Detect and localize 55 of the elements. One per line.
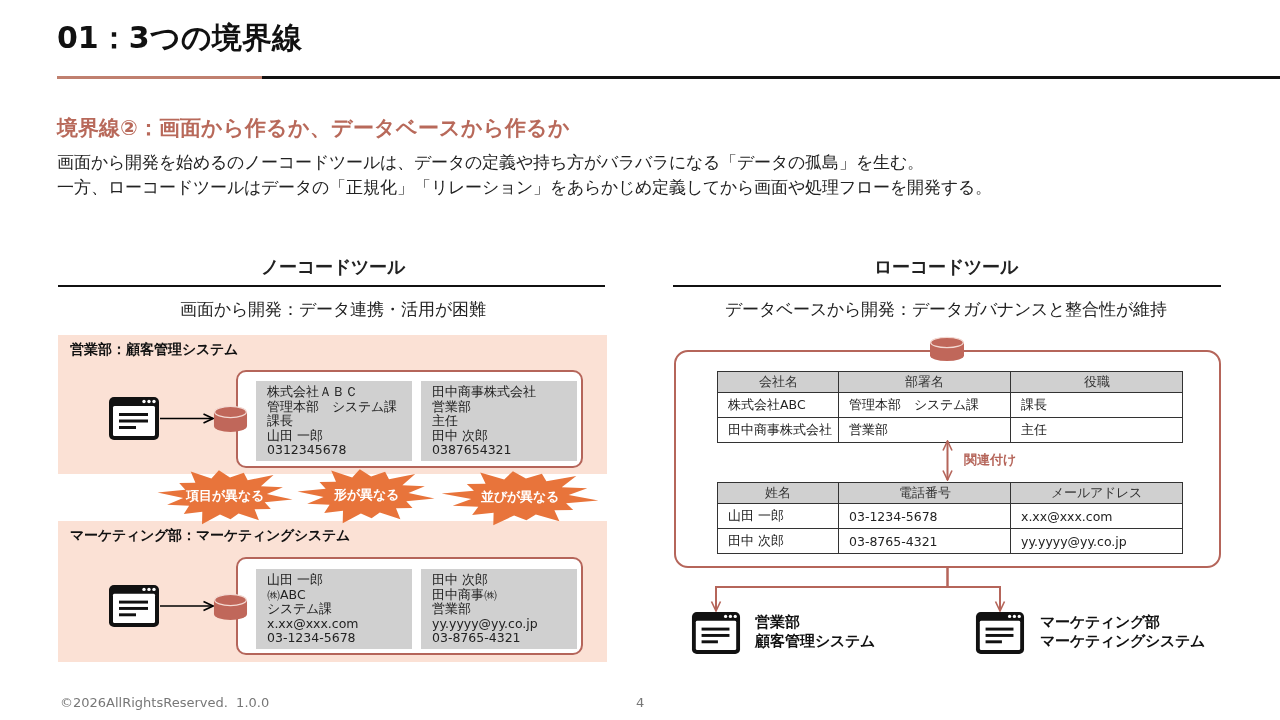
table-cell: yy.yyyy@yy.co.jp bbox=[1010, 528, 1183, 554]
arrow bbox=[946, 567, 1006, 612]
table-header-cell: 電話番号 bbox=[838, 482, 1011, 504]
table-cell: 株式会社ABC bbox=[717, 392, 839, 418]
table-cell: x.xx@xxx.com bbox=[1010, 503, 1183, 529]
table-cell: 課長 bbox=[1010, 392, 1183, 418]
record-card: 田中商事株式会社 営業部 主任 田中 次郎 0387654321 bbox=[421, 381, 577, 461]
table-cell: 主任 bbox=[1010, 417, 1183, 443]
double-arrow bbox=[942, 440, 953, 481]
copyright-footer: ©2026AllRightsReserved. 1.0.0 bbox=[60, 695, 270, 712]
description-text: 画面から開発を始めるのノーコードツールは、データの定義や持ち方がバラバラになる「データの孤島」を生む。 bbox=[57, 152, 924, 174]
arrow bbox=[159, 413, 214, 424]
system-label: マーケティング部 マーケティングシステム bbox=[1040, 613, 1205, 651]
system-label: 営業部 顧客管理システム bbox=[755, 613, 875, 651]
table-header-cell: 部署名 bbox=[838, 371, 1011, 393]
rounded-frame bbox=[674, 350, 1221, 568]
department-panel bbox=[58, 521, 607, 662]
table-cell: 営業部 bbox=[838, 417, 1011, 443]
column-subtitle: 画面から開発：データ連携・活用が困難 bbox=[180, 299, 486, 321]
table-cell: 山田 一郎 bbox=[717, 503, 839, 529]
app-window-icon bbox=[108, 396, 160, 441]
table-cell: 田中 次郎 bbox=[717, 528, 839, 554]
table-header-cell: 会社名 bbox=[717, 371, 839, 393]
record-card: 株式会社ＡＢＣ 管理本部 システム課 課長 山田 一郎 0312345678 bbox=[256, 381, 412, 461]
table-header-cell: 役職 bbox=[1010, 371, 1183, 393]
slide-title: 01：3つの境界線 bbox=[57, 19, 302, 57]
column-heading: ローコードツール bbox=[874, 256, 1018, 279]
arrow bbox=[159, 600, 214, 612]
app-window-icon bbox=[108, 584, 160, 628]
table-cell: 03-8765-4321 bbox=[838, 528, 1011, 554]
page-number: 4 bbox=[636, 695, 645, 712]
panel-heading: マーケティング部：マーケティングシステム bbox=[70, 527, 350, 545]
table-header-cell: メールアドレス bbox=[1010, 482, 1183, 504]
data-table bbox=[717, 371, 1183, 443]
app-window-icon bbox=[975, 611, 1025, 655]
app-window-icon bbox=[691, 611, 741, 655]
rounded-frame bbox=[236, 557, 583, 655]
table-cell: 田中商事株式会社 bbox=[717, 417, 839, 443]
record-card: 山田 一郎 ㈱ABC システム課 x.xx@xxx.com 03-1234-5678 bbox=[256, 569, 412, 649]
database-icon bbox=[213, 405, 248, 433]
panel-heading: 営業部：顧客管理システム bbox=[70, 341, 238, 359]
department-panel bbox=[58, 335, 607, 474]
column-heading: ノーコードツール bbox=[261, 256, 405, 279]
column-subtitle: データベースから開発：データガバナンスと整合性が維持 bbox=[725, 299, 1167, 321]
database-icon bbox=[213, 593, 248, 621]
description-text: 一方、ローコードツールはデータの「正規化」「リレーション」をあらかじめ定義してから画面や処理フローを開発する。 bbox=[57, 177, 992, 199]
table-cell: 管理本部 システム課 bbox=[838, 392, 1011, 418]
table-cell: 03-1234-5678 bbox=[838, 503, 1011, 529]
edge-label: 関連付け bbox=[962, 451, 1018, 469]
data-table bbox=[717, 482, 1183, 554]
rounded-frame bbox=[236, 370, 583, 468]
record-card: 田中 次郎 田中商事㈱ 営業部 yy.yyyy@yy.co.jp 03-8765-4321 bbox=[421, 569, 577, 649]
section-heading: 境界線②：画面から作るか、データベースから作るか bbox=[57, 115, 570, 142]
table-header-cell: 姓名 bbox=[717, 482, 839, 504]
database-icon bbox=[929, 336, 965, 362]
